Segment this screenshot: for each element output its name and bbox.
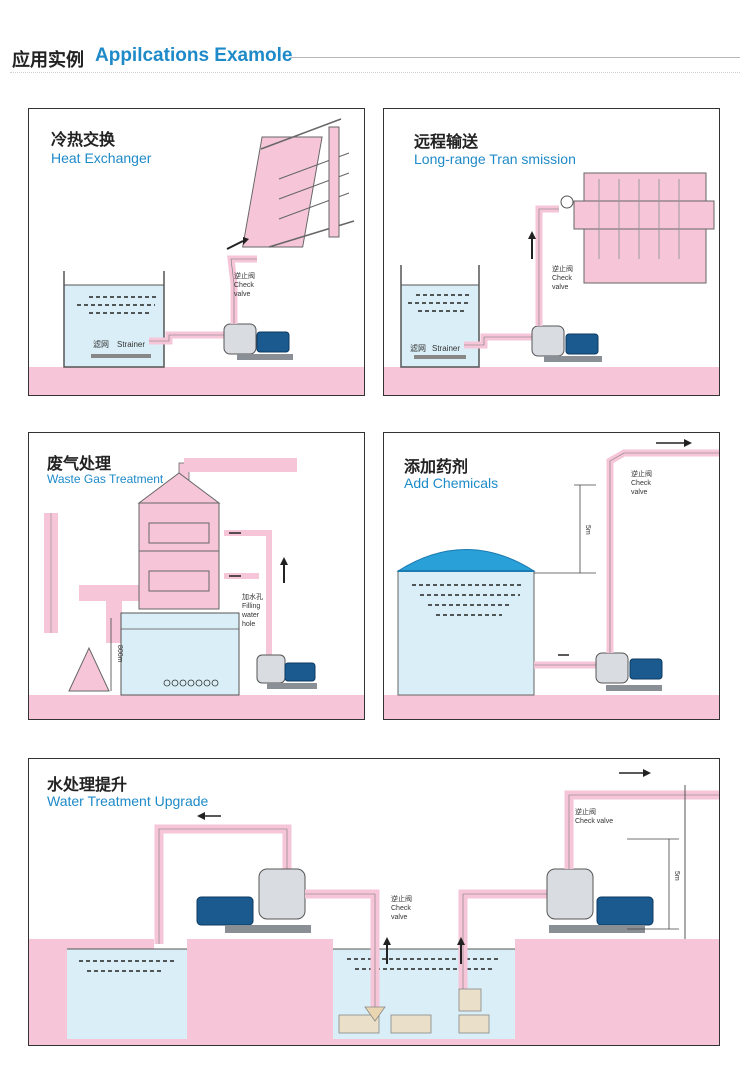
check-valve-label-en2: valve bbox=[234, 291, 251, 298]
plate-exchanger bbox=[242, 118, 355, 248]
pressure-gauge bbox=[560, 195, 574, 209]
panel-title-cn: 添加药剂 bbox=[404, 459, 469, 476]
height-label: 5m bbox=[673, 871, 680, 881]
check-valve-label-cn: 逆止阀 bbox=[234, 273, 255, 280]
panel-title-en: Long-range Tran smission bbox=[414, 151, 576, 167]
header-rule bbox=[290, 57, 740, 58]
filter-press bbox=[573, 172, 715, 284]
check-valve2-label-en: Check valve bbox=[575, 818, 614, 825]
check-valve-label-en: Check bbox=[552, 275, 572, 282]
height-label: 800m bbox=[116, 645, 123, 663]
tower-lower bbox=[138, 550, 220, 610]
motor bbox=[284, 662, 316, 682]
filling-hole-label-en3: hole bbox=[242, 621, 256, 628]
strainer bbox=[91, 354, 151, 358]
check-valve-label-en2: valve bbox=[552, 284, 569, 291]
motor bbox=[565, 333, 599, 355]
check-valve-label-cn: 逆止阀 bbox=[391, 896, 412, 903]
waste-gas-diagram bbox=[29, 458, 364, 719]
filling-hole-label-cn: 加水孔 bbox=[242, 594, 263, 601]
check-valve-label-en: Check bbox=[391, 905, 411, 912]
panel-title-cn: 冷热交换 bbox=[51, 132, 116, 149]
floor-band bbox=[29, 367, 364, 395]
water-tank bbox=[401, 285, 479, 367]
filling-hole-label-en1: Filling bbox=[242, 603, 261, 610]
floor-band bbox=[384, 695, 719, 719]
flow-arrow bbox=[226, 240, 244, 250]
panel-title-en: Add Chemicals bbox=[404, 475, 499, 491]
check-valve-label-en: Check bbox=[631, 480, 651, 487]
tank-outline bbox=[63, 271, 165, 368]
floor-band bbox=[384, 367, 719, 395]
chemical-tank bbox=[397, 570, 535, 696]
check-valve-label-en2: valve bbox=[631, 489, 648, 496]
water-treatment-diagram bbox=[29, 769, 719, 1045]
panel-water-treatment: 水处理提升 Water Treatment Upgrade 逆止阀 Check … bbox=[28, 758, 720, 1046]
panel-title-en: Heat Exchanger bbox=[51, 150, 152, 166]
reservoir bbox=[120, 612, 240, 696]
strainer-label-en: Strainer bbox=[432, 344, 461, 353]
check-valve-label-en2: valve bbox=[391, 914, 408, 921]
pump-body-left bbox=[258, 868, 306, 920]
page-title-cn: 应用实例 bbox=[12, 50, 84, 70]
panel-heat-exchanger: 冷热交换 Heat Exchanger 逆止阀 Check valve 滤网 S… bbox=[28, 108, 365, 396]
pump-body bbox=[223, 323, 257, 355]
left-basin bbox=[67, 949, 187, 1045]
motor bbox=[256, 331, 290, 353]
strainer-label-cn: 滤网 bbox=[410, 344, 426, 353]
panel-waste-gas: 废气处理 Waste Gas Treatment 加水孔 Filling wat… bbox=[28, 432, 365, 720]
motor-left bbox=[196, 896, 254, 926]
check-valve-label-cn: 逆止阀 bbox=[631, 471, 652, 478]
strainer-label-cn: 滤网 bbox=[93, 340, 109, 349]
panel-title-en: Waste Gas Treatment bbox=[47, 472, 164, 486]
long-range-diagram bbox=[384, 172, 719, 395]
heat-exchanger-diagram bbox=[29, 118, 364, 395]
panel-long-range: 远程输送 Long-range Tran smission 逆止阀 Check … bbox=[383, 108, 720, 396]
tank-lid bbox=[396, 549, 536, 572]
pump-body bbox=[531, 325, 565, 357]
page-header: 应用实例 Appilcations Examole bbox=[0, 0, 750, 80]
header-dotted-rule bbox=[10, 72, 740, 73]
panel-title-en: Water Treatment Upgrade bbox=[47, 793, 209, 809]
check-valve2-label-cn: 逆止阀 bbox=[575, 809, 596, 816]
panel-title-cn: 水处理提升 bbox=[47, 777, 128, 794]
panel-add-chemicals: 添加药剂 Add Chemicals 逆止阀 Check valve 5m bbox=[383, 432, 720, 720]
water-tank bbox=[64, 285, 164, 367]
check-valve-label-en: Check bbox=[234, 282, 254, 289]
panel-title-cn: 远程输送 bbox=[414, 134, 479, 151]
pump-body bbox=[256, 654, 286, 684]
check-valve-label-cn: 逆止阀 bbox=[552, 266, 573, 273]
add-chemicals-diagram bbox=[384, 439, 719, 719]
height-label: 5m bbox=[584, 525, 591, 535]
tower-upper bbox=[138, 502, 220, 552]
pump-body-right bbox=[546, 868, 594, 920]
floor-band bbox=[29, 695, 364, 719]
motor bbox=[629, 658, 663, 680]
motor-right bbox=[596, 896, 654, 926]
strainer-label-en: Strainer bbox=[117, 340, 146, 349]
pump-body bbox=[595, 652, 629, 684]
page-title-en: Appilcations Examole bbox=[95, 45, 293, 66]
fan-stand bbox=[68, 646, 110, 692]
panel-title-cn: 废气处理 bbox=[47, 456, 112, 473]
filling-hole-label-en2: water bbox=[242, 612, 260, 619]
